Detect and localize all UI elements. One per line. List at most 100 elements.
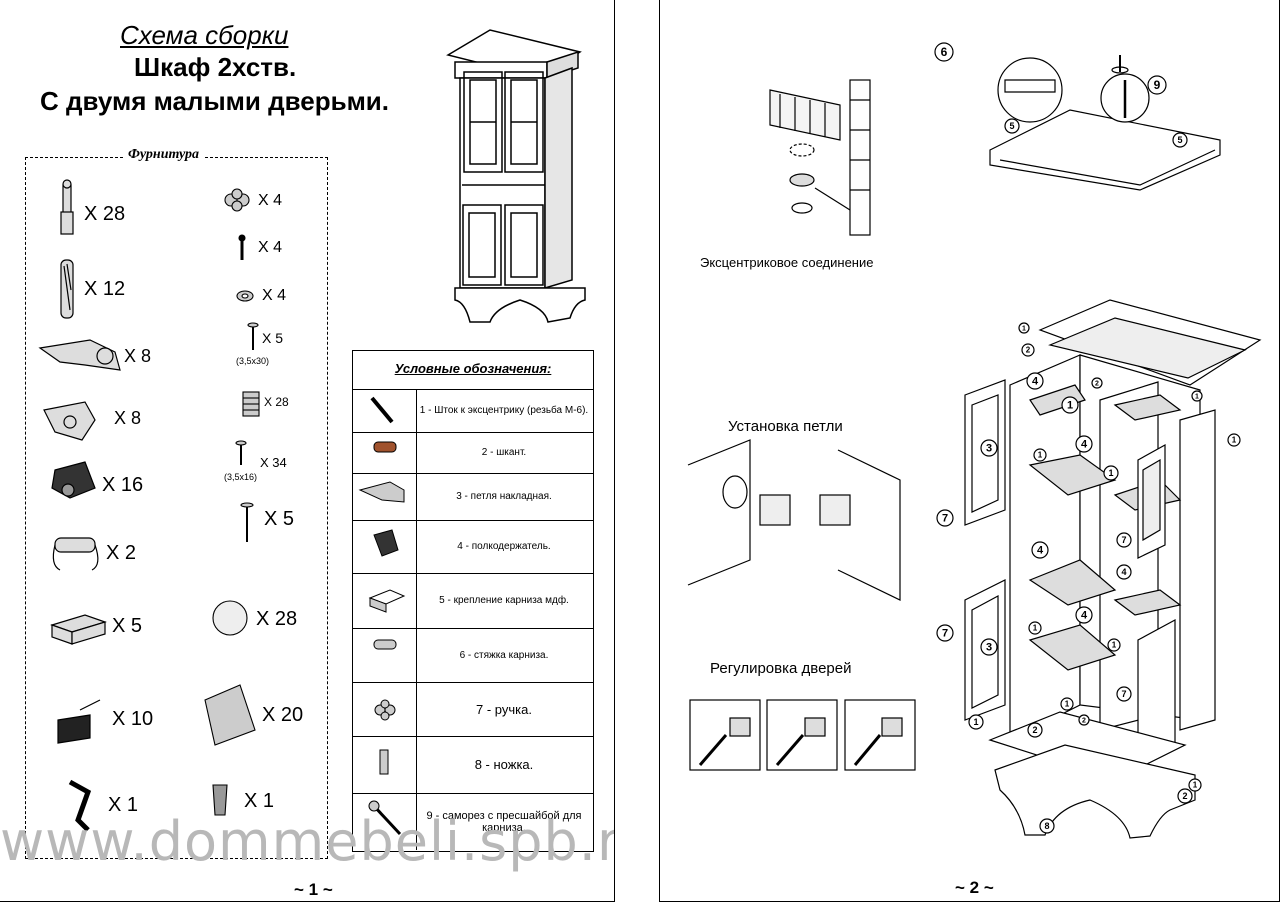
- callout-label: 1: [1022, 325, 1026, 332]
- callout: 4: [1075, 606, 1093, 624]
- overlay-hinge-icon: [353, 474, 417, 520]
- qty-insert-nut: X 28: [264, 395, 289, 409]
- page-2: Эксцентриковое соединение Установка петл…: [659, 0, 1280, 902]
- caption-eccentric: Эксцентриковое соединение: [700, 255, 874, 270]
- legend-row: 5 - крепление карниза мдф.: [353, 574, 593, 629]
- dowel-icon: [60, 259, 74, 319]
- callout: 4: [1116, 564, 1132, 580]
- qty-screw-30: X 5: [262, 330, 284, 346]
- handle-icon: [353, 683, 417, 736]
- cornice-tie-icon: [52, 537, 99, 571]
- callout-label: 6: [941, 45, 948, 59]
- legend-row: 9 - саморез с пресшайбой для карниза.: [353, 794, 593, 850]
- callout-label: 2: [1032, 725, 1037, 735]
- page-number-1: ~ 1 ~: [294, 880, 333, 899]
- legend-row: 7 - ручка.: [353, 683, 593, 737]
- callout-label: 1: [1193, 781, 1198, 790]
- callout: 7: [1116, 532, 1132, 548]
- hardware-icons-right: [204, 188, 260, 816]
- callout: 1: [1033, 448, 1047, 462]
- callout: 7: [936, 624, 954, 642]
- screw-30-icon: [247, 322, 259, 350]
- qty-cap: X 28: [256, 608, 298, 630]
- legend-text: 9 - саморез с пресшайбой для карниза.: [426, 810, 582, 834]
- leg-icon: [212, 784, 228, 816]
- legend-text: 6 - стяжка карниза.: [459, 649, 549, 661]
- qty-screw: X 4: [258, 239, 283, 256]
- title-line-3: С двумя малыми дверьми.: [40, 86, 390, 116]
- shelf-support-icon: [51, 461, 96, 499]
- legend-table: Условные обозначения: 1 - Шток к эксцент…: [352, 350, 594, 852]
- screw-icon: [238, 234, 246, 260]
- callout: 2: [1078, 714, 1090, 726]
- legend-text: 4 - полкодержатель.: [457, 541, 551, 552]
- callout: 7: [1116, 686, 1132, 702]
- handle-icon: [224, 188, 250, 212]
- qty-dowel: X 12: [84, 278, 126, 300]
- callout: 1: [1227, 433, 1241, 447]
- cornice-bracket-icon: [353, 574, 417, 628]
- caption-doors: Регулировка дверей: [710, 660, 852, 677]
- callout: 1: [1191, 390, 1203, 402]
- qty-hardware-bag: X 20: [262, 704, 304, 726]
- callout: 4: [1075, 435, 1093, 453]
- legend-text: 1 - Шток к эксцентрику (резьба М-6).: [419, 405, 589, 416]
- legend-title: Условные обозначения:: [353, 351, 593, 390]
- qty-shelf-support: X 16: [102, 474, 144, 496]
- legend-text: 5 - крепление карниза мдф.: [439, 595, 569, 606]
- shelf-support-icon: [353, 521, 417, 573]
- overlay-hinge-icon: [38, 339, 121, 371]
- legend-row: 8 - ножка.: [353, 737, 593, 794]
- callout-label: 7: [942, 513, 948, 525]
- callout-label: 5: [1009, 121, 1014, 131]
- callout-label: 8: [1044, 821, 1049, 831]
- callout-label: 4: [1037, 545, 1044, 557]
- callout: 4: [1031, 541, 1049, 559]
- hardware-bag-icon: [204, 684, 256, 746]
- qty-hinge-plate: X 8: [114, 408, 142, 428]
- qty-cornice-tie: X 2: [106, 542, 137, 564]
- screw-size-16: (3,5х16): [224, 472, 258, 482]
- legend-row: 4 - полкодержатель.: [353, 521, 593, 574]
- qty-hex-key: X 1: [108, 794, 139, 816]
- callout-label: 4: [1081, 610, 1088, 622]
- callout-label: 1: [1065, 700, 1070, 709]
- caption-hinge: Установка петли: [728, 418, 843, 435]
- cornice-tie-icon: [353, 629, 417, 682]
- callout-label: 7: [1121, 535, 1126, 545]
- callout: 1: [968, 714, 984, 730]
- title-line-2: Шкаф 2хств.: [134, 52, 297, 82]
- callout-label: 3: [986, 443, 992, 455]
- qty-leg: X 1: [244, 790, 275, 812]
- callout: 2: [1091, 377, 1103, 389]
- eccentric-rod-icon: [353, 390, 417, 432]
- qty-washer: X 4: [262, 287, 287, 304]
- legend-row: 2 - шкант.: [353, 433, 593, 474]
- callout-label: 1: [973, 717, 978, 727]
- hex-key-icon: [68, 779, 92, 832]
- hardware-label: Фурнитура: [124, 147, 204, 163]
- page-1: Схема сборки Шкаф 2хств. С двумя малыми …: [0, 0, 615, 902]
- leg-bracket-icon: [57, 699, 101, 744]
- callout: 2: [1021, 343, 1035, 357]
- callout-label: 2: [1026, 346, 1031, 355]
- eccentric-rod-icon: [60, 179, 74, 235]
- callout: 6: [934, 42, 954, 62]
- callout: 7: [936, 509, 954, 527]
- callout-label: 1: [1112, 641, 1117, 650]
- cap-icon: [212, 600, 248, 636]
- legend-icons: [358, 396, 406, 836]
- callout-label: 4: [1032, 376, 1039, 388]
- callout-label: 2: [1082, 717, 1086, 724]
- qty-screw-16: X 34: [260, 455, 287, 470]
- callout-label: 2: [1095, 380, 1099, 387]
- insert-nut-icon: [242, 391, 260, 417]
- callout: 1: [1188, 778, 1202, 792]
- screw-size-30: (3,5х30): [236, 356, 270, 366]
- callout-label: 2: [1182, 791, 1187, 801]
- legend-row: 1 - Шток к эксцентрику (резьба М-6).: [353, 390, 593, 433]
- callout-label: 1: [1038, 451, 1043, 460]
- screw-washer-icon: [353, 794, 417, 850]
- qty-eccentric-rod: X 28: [84, 203, 126, 225]
- leg-icon: [353, 737, 417, 793]
